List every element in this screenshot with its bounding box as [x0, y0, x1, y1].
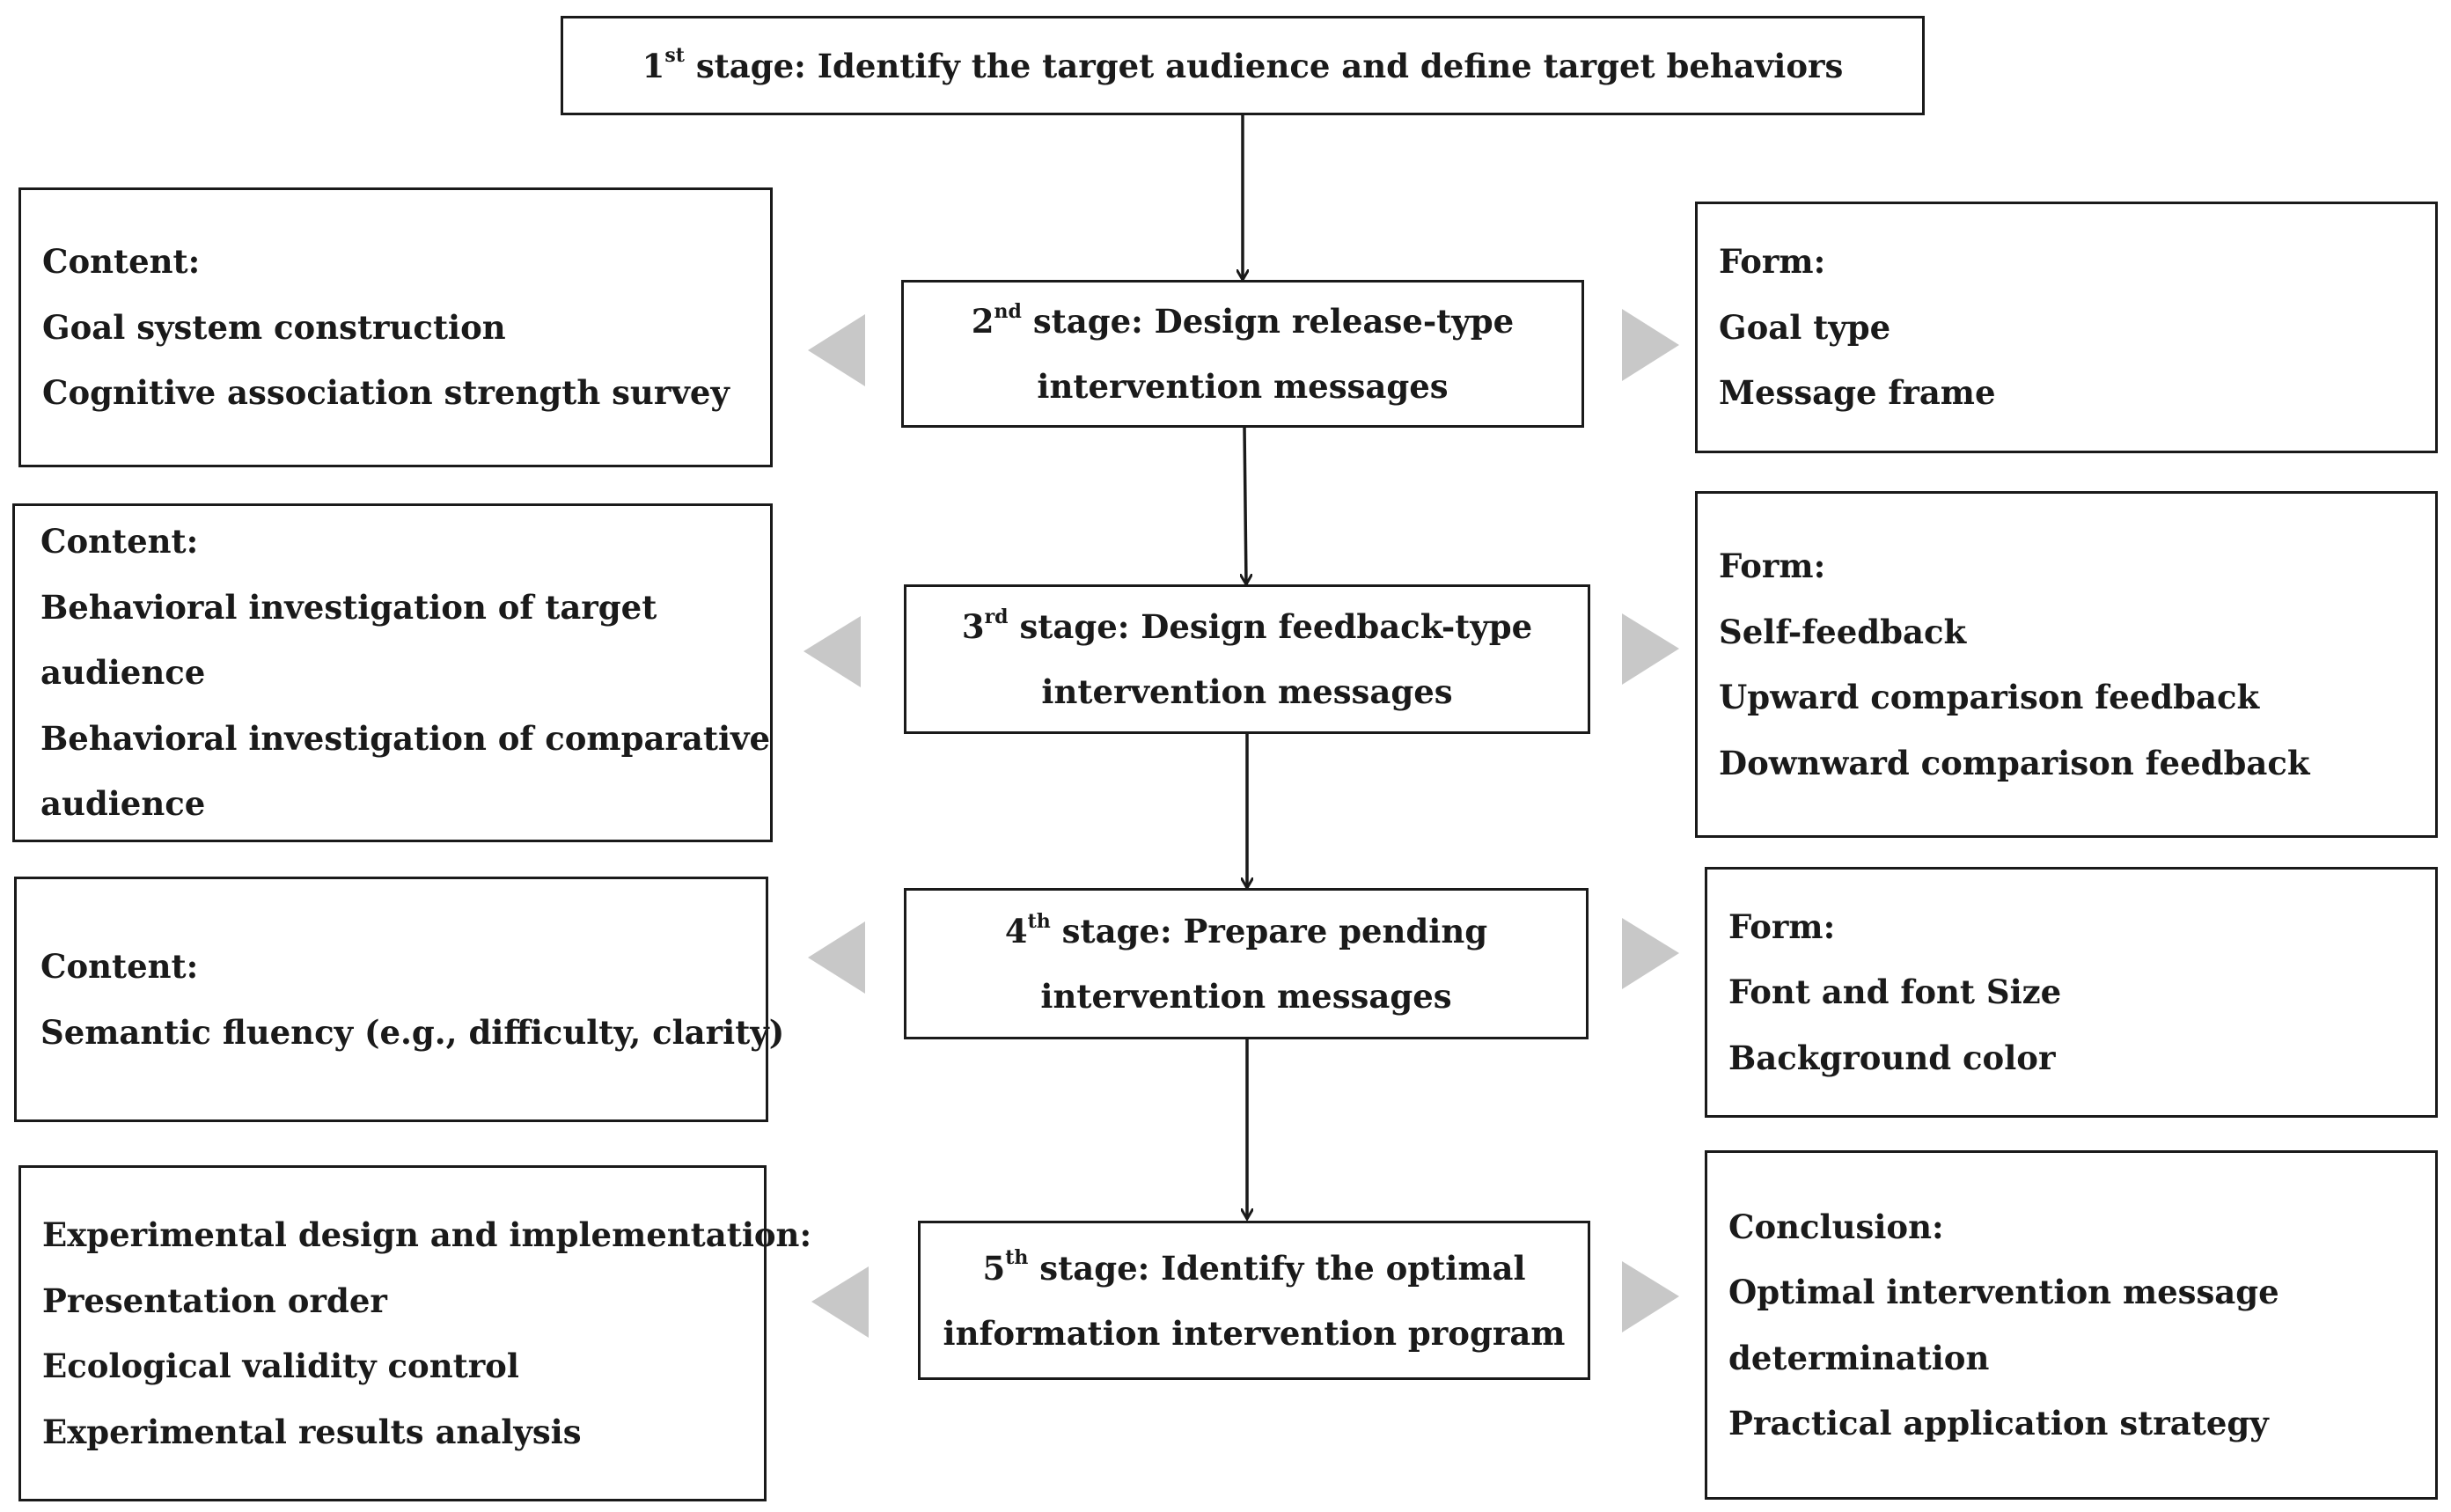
box-item: Presentation order — [42, 1281, 387, 1320]
box-item: audience — [40, 784, 206, 824]
box-item: determination — [1728, 1338, 1990, 1377]
box-item: Behavioral investigation of target — [40, 587, 657, 627]
stage-4-box: 4th stage: Prepare pending intervention … — [904, 888, 1589, 1039]
stage-3-title: 3rd stage: Design feedback-type interven… — [906, 594, 1588, 724]
box-heading: Content: — [40, 947, 199, 986]
stage-title-line: information intervention program — [943, 1313, 1566, 1353]
left-triangle-icon — [808, 921, 865, 994]
stage-title-line: 3rd stage: Design feedback-type — [961, 605, 1533, 646]
stage-title-line: 4th stage: Prepare pending — [1004, 909, 1488, 951]
right-conclusion-box: Conclusion: Optimal intervention message… — [1705, 1150, 2438, 1500]
right-form-box-1: Form: Goal type Message frame — [1695, 202, 2438, 453]
box-item: Font and font Size — [1728, 973, 2062, 1012]
box-item: Goal system construction — [42, 307, 506, 347]
left-content-box-4: Experimental design and implementation: … — [18, 1165, 812, 1501]
stage-5-title: 5th stage: Identify the optimal informat… — [921, 1236, 1588, 1366]
stage-4-title: 4th stage: Prepare pending intervention … — [906, 899, 1586, 1029]
box-item: Optimal intervention message — [1728, 1273, 2279, 1311]
box-item: Semantic fluency (e.g., difficulty, clar… — [40, 1012, 785, 1052]
stage-5-box: 5th stage: Identify the optimal informat… — [918, 1221, 1590, 1380]
stage-title-line: 5th stage: Identify the optimal — [982, 1246, 1526, 1288]
box-heading: Form: — [1719, 547, 1826, 585]
box-item: Self-feedback — [1719, 612, 1967, 651]
box-heading: Experimental design and implementation: — [42, 1215, 812, 1254]
right-triangle-icon — [1622, 1261, 1679, 1332]
arrow-stage2-to-stage3 — [1244, 426, 1246, 584]
left-triangle-icon — [808, 314, 865, 386]
box-item: Goal type — [1719, 307, 1891, 347]
stage-2-box: 2nd stage: Design release-type intervent… — [901, 280, 1584, 428]
stage-title-line: 2nd stage: Design release-type — [971, 299, 1515, 341]
stage-title-line: intervention messages — [1041, 672, 1453, 711]
stage-title-line: 1st stage: Identify the target audience … — [642, 44, 1844, 85]
box-item: Background color — [1728, 1038, 2056, 1077]
stage-1-box: 1st stage: Identify the target audience … — [561, 16, 1925, 115]
box-heading: Form: — [1728, 906, 1836, 946]
stage-1-title: 1st stage: Identify the target audience … — [563, 33, 1922, 99]
right-form-box-2: Form: Self-feedback Upward comparison fe… — [1695, 491, 2438, 838]
box-heading: Content: — [42, 242, 201, 282]
box-item: Behavioral investigation of comparative — [40, 718, 771, 758]
right-triangle-icon — [1622, 613, 1679, 685]
box-heading: Form: — [1719, 242, 1826, 282]
box-item: Upward comparison feedback — [1719, 678, 2260, 716]
box-item: Cognitive association strength survey — [42, 373, 730, 413]
left-content-box-2: Content: Behavioral investigation of tar… — [12, 503, 773, 842]
box-item: Message frame — [1719, 373, 1996, 413]
stage-2-title: 2nd stage: Design release-type intervent… — [904, 289, 1581, 419]
right-form-box-3: Form: Font and font Size Background colo… — [1705, 867, 2438, 1118]
box-item: Ecological validity control — [42, 1347, 519, 1385]
stage-3-box: 3rd stage: Design feedback-type interven… — [904, 584, 1590, 734]
box-heading: Content: — [40, 522, 199, 561]
box-item: Practical application strategy — [1728, 1404, 2269, 1442]
left-content-box-3: Content: Semantic fluency (e.g., difficu… — [14, 877, 785, 1122]
stage-title-line: intervention messages — [1040, 977, 1452, 1016]
left-triangle-icon — [804, 616, 861, 687]
box-item: audience — [40, 653, 206, 693]
right-triangle-icon — [1622, 309, 1679, 381]
right-triangle-icon — [1622, 918, 1679, 989]
box-item: Experimental results analysis — [42, 1412, 582, 1451]
left-content-box-1: Content: Goal system construction Cognit… — [18, 187, 773, 467]
box-heading: Conclusion: — [1728, 1207, 1944, 1246]
left-triangle-icon — [811, 1266, 869, 1338]
box-item: Downward comparison feedback — [1719, 743, 2310, 782]
stage-title-line: intervention messages — [1037, 367, 1449, 406]
